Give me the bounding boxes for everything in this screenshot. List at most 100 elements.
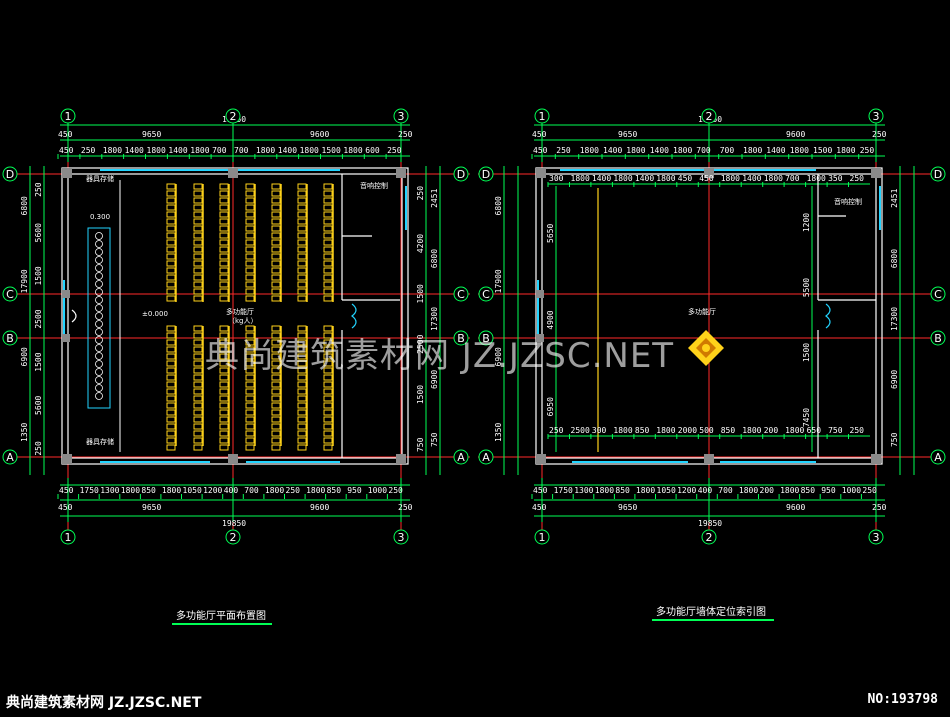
grid-row-A-left-a-circle (2, 449, 18, 465)
seat (219, 225, 229, 232)
right-inner-top-dim: 700 (785, 174, 800, 183)
right-inner-dim: 4200 (416, 234, 425, 253)
seat (166, 274, 176, 281)
bottom-detail-dim: 1800 (162, 486, 181, 495)
right-bottom-sub-1: 450 (532, 503, 547, 512)
right-plan-inner-left-dim: 6950 (546, 397, 555, 416)
right-inner-top-dim: 450 (699, 174, 714, 183)
left-inner-dim: 250 (34, 441, 43, 456)
seat (323, 416, 333, 423)
seat (193, 332, 203, 339)
seat (271, 444, 281, 451)
watermark-text: 典尚建筑素材网 JZ.JZSC.NET (205, 336, 675, 376)
seat (323, 225, 333, 232)
seat (271, 260, 281, 267)
grid-row-D-right-b-circle (930, 166, 946, 182)
seat (193, 437, 203, 444)
right-inner-top-dim: 250 (850, 174, 865, 183)
seat (193, 253, 203, 260)
stage-chair (95, 248, 103, 256)
top-detail-dim: 1800 (343, 146, 362, 155)
seat (297, 183, 307, 190)
seat (245, 346, 255, 353)
seat (271, 430, 281, 437)
grid-row-C-right-a-circle (478, 286, 494, 302)
seat (193, 239, 203, 246)
seat (297, 232, 307, 239)
seat (271, 402, 281, 409)
right-inner-bottom-dim: 2000 (678, 426, 697, 435)
seat (271, 295, 281, 302)
seat (166, 260, 176, 267)
right-inner-top-dim: 1800 (656, 174, 675, 183)
seat (245, 388, 255, 395)
seat (166, 281, 176, 288)
grid-row-B-left-b-label: B (457, 332, 465, 345)
left-structural-columns (62, 168, 406, 464)
seat (219, 381, 229, 388)
right-plan-right-outer-dim: 6800 (890, 249, 899, 268)
seat (297, 204, 307, 211)
seat (245, 339, 255, 346)
right-inner-bottom-dim: 300 (592, 426, 607, 435)
right-inner-top-dim: 450 (678, 174, 693, 183)
grid-col-2-top-left-circle (225, 108, 241, 124)
stage-chairs (95, 232, 103, 400)
grid-row-A-left-b-circle (453, 449, 469, 465)
seat (323, 204, 333, 211)
right-inner-bottom-dim: 250 (549, 426, 564, 435)
seat (193, 225, 203, 232)
stage-chair (95, 336, 103, 344)
top-detail-dim: 700 (212, 146, 227, 155)
seat (193, 267, 203, 274)
top-detail-dim: 1400 (168, 146, 187, 155)
grid-row-D-right-b-label: D (934, 168, 942, 181)
seat (323, 190, 333, 197)
stage-chair (95, 256, 103, 264)
left-inner-dim: 1500 (34, 352, 43, 371)
seat (245, 360, 255, 367)
room-name-label: 多功能厅 (226, 307, 254, 316)
left-inner-dim: 5600 (34, 223, 43, 242)
seat (219, 395, 229, 402)
right-inner-top-dim: 1400 (742, 174, 761, 183)
stage-chair (95, 376, 103, 384)
right-bottom-sub-2: 9650 (618, 503, 637, 512)
seat (166, 246, 176, 253)
seat (297, 339, 307, 346)
grid-col-1-top-left-circle (60, 108, 76, 124)
grid-col-2-bottom-right-label: 2 (706, 531, 713, 544)
floor-elevation-label: ±0.000 (142, 310, 168, 318)
seat (297, 423, 307, 430)
seat (245, 416, 255, 423)
seat (323, 395, 333, 402)
grid-col-3-bottom-left-label: 3 (398, 531, 405, 544)
seat (166, 190, 176, 197)
seat (323, 288, 333, 295)
left-outer-dim: 17900 (20, 269, 29, 293)
right-top-sub-4: 250 (872, 130, 887, 139)
seat (166, 346, 176, 353)
seat (323, 253, 333, 260)
seat (297, 332, 307, 339)
grid-col-1-bottom-left-label: 1 (65, 531, 72, 544)
bottom-detail-dim: 400 (224, 486, 239, 495)
seat (245, 437, 255, 444)
seat (166, 253, 176, 260)
bottom-detail-dim: 1800 (265, 486, 284, 495)
auditorium-seating (166, 183, 334, 451)
seat (166, 239, 176, 246)
right-bottom-detail-dim: 1750 (554, 486, 573, 495)
seat (166, 211, 176, 218)
seat (219, 416, 229, 423)
seat (245, 381, 255, 388)
top-detail-dim: 1800 (147, 146, 166, 155)
seat (297, 360, 307, 367)
seat (219, 332, 229, 339)
seat (219, 232, 229, 239)
seat (193, 374, 203, 381)
grid-row-A-right-a-circle (478, 449, 494, 465)
grid-row-B-right-b-label: B (934, 332, 942, 345)
seat (166, 423, 176, 430)
